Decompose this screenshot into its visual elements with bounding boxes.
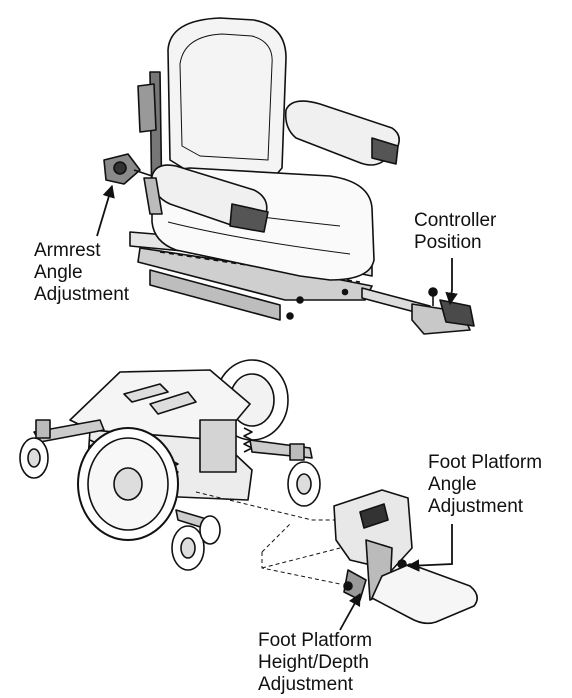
foot-platform-height-label: Foot Platform Height/Depth Adjustment: [258, 630, 372, 696]
front-left-caster: [19, 419, 51, 479]
armrest-label-line-1: Armrest: [34, 240, 101, 261]
foot-angle-label-line-2: Angle: [428, 474, 477, 495]
armrest-label-line-2: Angle: [34, 262, 83, 283]
rear-caster: [171, 509, 221, 571]
foot-height-label-line-3: Adjustment: [258, 674, 354, 695]
power-base: [19, 359, 321, 571]
front-right-caster: [287, 443, 321, 507]
foot-height-label-line-2: Height/Depth: [258, 652, 369, 673]
controller-label-line-2: Position: [414, 232, 482, 253]
main-drive-wheel: [77, 427, 179, 541]
foot-angle-label-line-3: Adjustment: [428, 496, 524, 517]
seat-backrest: [167, 17, 287, 183]
joystick-controller: [411, 287, 475, 335]
controller-label-line-1: Controller: [414, 210, 497, 231]
mounting-guide-lines: [195, 491, 341, 585]
foot-height-arrow: [339, 592, 361, 631]
armrest-label-line-3: Adjustment: [34, 284, 130, 305]
seat-assembly: [103, 17, 475, 335]
armrest-angle-label: Armrest Angle Adjustment: [34, 240, 129, 306]
controller-arrow: [445, 258, 458, 306]
foot-platform-assembly: [333, 489, 478, 625]
seat-lower-tray: [137, 247, 373, 301]
armrest-arrow: [96, 184, 115, 237]
foot-angle-arrow: [406, 524, 453, 572]
armrest-adjust-mechanism: [103, 153, 163, 215]
foot-height-label-line-1: Foot Platform: [258, 630, 373, 651]
foot-plate: [371, 563, 478, 625]
foot-angle-label-line-1: Foot Platform: [428, 452, 543, 473]
controller-position-label: Controller Position: [414, 210, 496, 254]
foot-platform-angle-label: Foot Platform Angle Adjustment: [428, 452, 542, 518]
